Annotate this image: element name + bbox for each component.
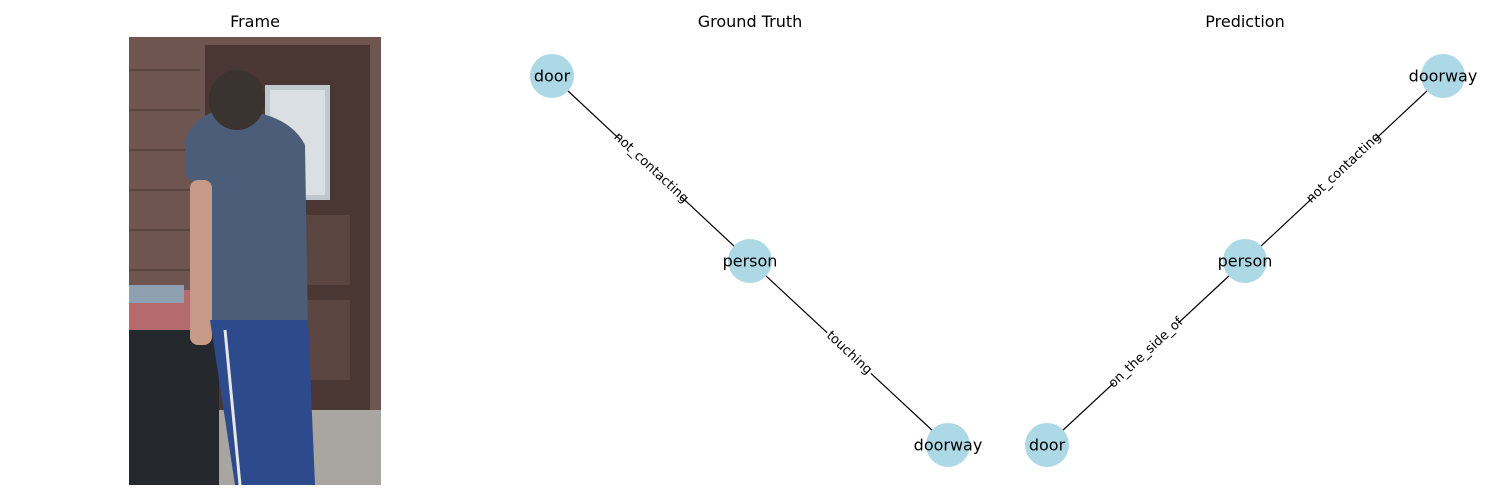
gt-node-door-label: door <box>534 67 571 86</box>
frame-panel-title: Frame <box>230 12 280 31</box>
gt-edge-label-not-contacting: not_contacting <box>611 130 692 207</box>
pred-node-doorway-label: doorway <box>1409 67 1478 86</box>
gt-edge-label-touching: touching <box>823 328 875 378</box>
ground-truth-graph: not_contacting touching door person door… <box>530 54 982 467</box>
prediction-graph: not_contacting on_the_side_of doorway pe… <box>1025 54 1477 467</box>
frame-image <box>129 37 381 486</box>
ground-truth-panel-title: Ground Truth <box>697 12 803 31</box>
pred-node-door: door <box>1025 423 1069 467</box>
gt-node-door: door <box>530 54 574 98</box>
pred-node-door-label: door <box>1029 436 1066 455</box>
pred-node-person-label: person <box>1218 252 1273 271</box>
gt-node-doorway: doorway <box>914 423 983 467</box>
pred-edge-label-not-contacting: not_contacting <box>1304 130 1385 207</box>
gt-node-doorway-label: doorway <box>914 436 983 455</box>
pred-node-doorway: doorway <box>1409 54 1478 98</box>
prediction-panel-title: Prediction <box>1205 12 1285 31</box>
pred-edge-label-on-the-side-of: on_the_side_of <box>1106 314 1187 391</box>
gt-node-person: person <box>723 239 778 283</box>
gt-node-person-label: person <box>723 252 778 271</box>
pred-node-person: person <box>1218 239 1273 283</box>
